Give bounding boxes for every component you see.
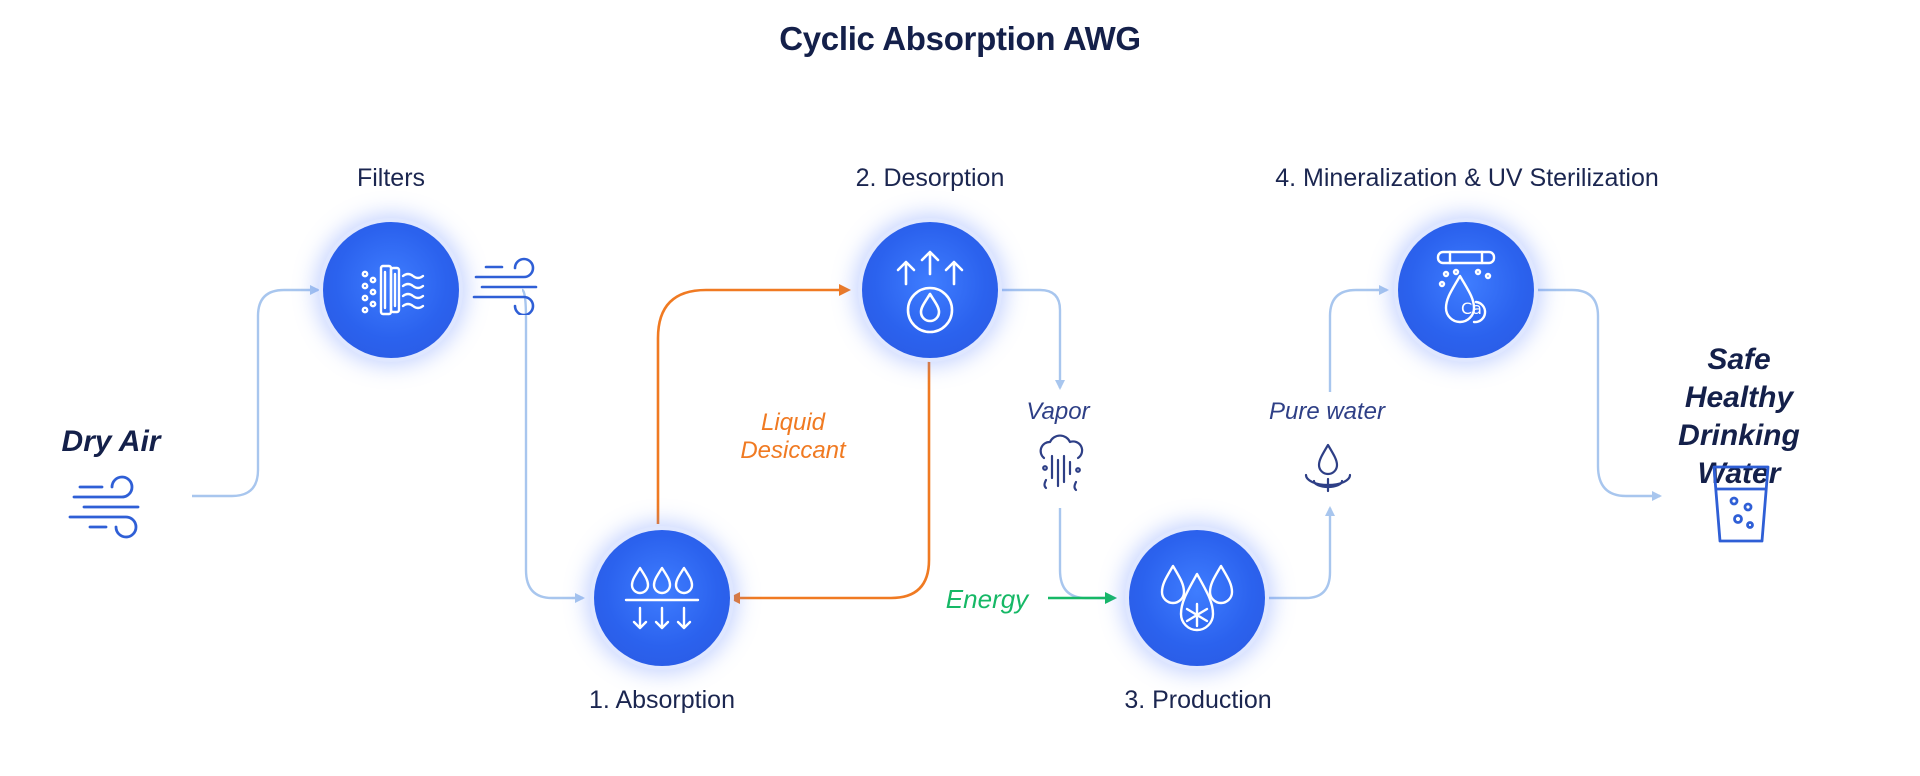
production-drops-snowflake-icon xyxy=(1160,564,1234,632)
label-filters: Filters xyxy=(356,164,426,192)
svg-text:Ca: Ca xyxy=(1461,299,1482,318)
note-pure-water: Pure water xyxy=(1268,398,1386,425)
input-label: Dry Air xyxy=(61,425,161,458)
connector-desiccant-desorption-absorption xyxy=(728,358,931,604)
connector-production-purewater xyxy=(1264,506,1335,600)
node-filters xyxy=(323,222,459,358)
uv-mineral-icon: Ca xyxy=(1436,250,1496,324)
output-line-1: Safe xyxy=(1707,343,1771,376)
connector-dryair-filters xyxy=(192,285,320,498)
node-production xyxy=(1129,530,1265,666)
desorption-arrows-icon xyxy=(896,250,964,334)
filter-icon xyxy=(361,264,425,316)
label-desorption: 2. Desorption xyxy=(855,164,1005,192)
node-mineralization: Ca xyxy=(1398,222,1534,358)
connector-purewater-mineralization xyxy=(1328,285,1389,392)
node-desorption xyxy=(862,222,998,358)
connector-desorption-vapor xyxy=(996,288,1065,390)
drinking-glass-icon xyxy=(1712,465,1770,543)
note-liquid-desiccant-line-1: Liquid xyxy=(760,409,826,436)
dry-air-wind-icon xyxy=(68,475,140,539)
label-absorption: 1. Absorption xyxy=(589,686,735,714)
note-vapor: Vapor xyxy=(1026,398,1090,425)
label-mineralization: 4. Mineralization & UV Sterilization xyxy=(1275,164,1659,192)
note-energy: Energy xyxy=(945,584,1029,614)
absorption-drops-icon xyxy=(624,566,700,630)
note-liquid-desiccant-line-2: Desiccant xyxy=(740,437,846,464)
output-line-2: Healthy xyxy=(1684,381,1794,414)
connector-desiccant-absorption-desorption xyxy=(656,284,851,524)
pure-water-drop-icon xyxy=(1304,443,1352,493)
vapor-cloud-icon xyxy=(1039,434,1084,492)
diagram-title: Cyclic Absorption AWG xyxy=(779,20,1141,57)
wind-icon xyxy=(472,257,538,315)
connector-mineralization-output xyxy=(1537,288,1662,501)
note-liquid-desiccant: Liquid Desiccant xyxy=(740,409,845,465)
node-absorption xyxy=(594,530,730,666)
connector-vapor-production xyxy=(1058,508,1117,603)
connector-filters-absorption xyxy=(521,288,585,603)
label-production: 3. Production xyxy=(1124,686,1272,714)
